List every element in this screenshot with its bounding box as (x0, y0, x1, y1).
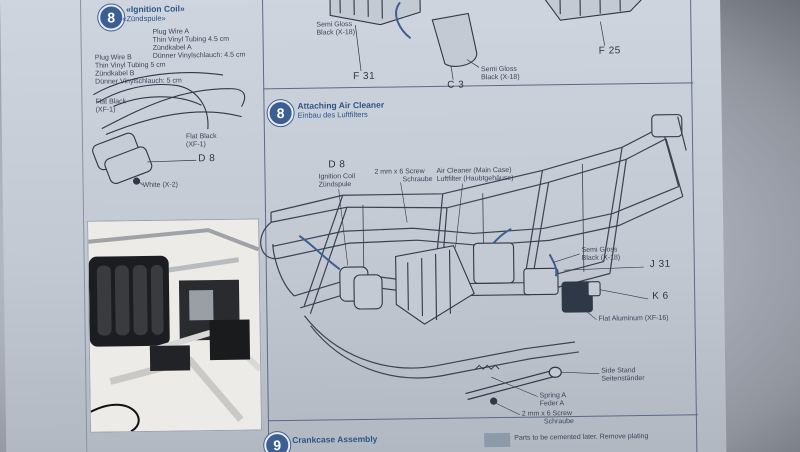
model-reference-photo (87, 218, 263, 433)
top-parts-diagram (329, 0, 652, 80)
cement-later-swatch (484, 432, 511, 448)
engine-photo-illustration (88, 219, 263, 433)
motorcycle-frame-diagram (260, 113, 687, 416)
step-9-badge: 9 (264, 431, 291, 452)
crankcase-assembly-title: Crankcase Assembly (292, 433, 378, 445)
instruction-page: 8 «Ignition Coil» «Zündspule» Plug Wire … (0, 0, 727, 452)
ignition-coil-diagram (92, 72, 246, 186)
